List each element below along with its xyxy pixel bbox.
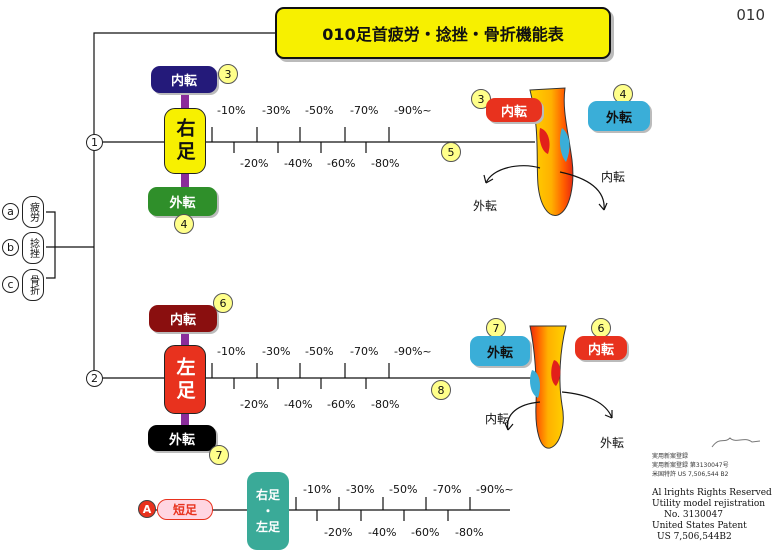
condition-b-marker: b	[2, 239, 19, 256]
both-feet-dot: ・	[261, 504, 274, 518]
condition-fatigue[interactable]: 疲労	[22, 196, 44, 228]
left-scale-tick-50: -50%	[305, 345, 334, 358]
right-foot-label: 右足	[164, 108, 206, 174]
short-scale-tick-20: -20%	[324, 526, 353, 539]
left-diagram-outward-label: 外転	[470, 336, 530, 366]
right-arrow-right-label: 内転	[601, 170, 626, 184]
patent-line-5: US 7,506,544B2	[657, 532, 732, 542]
both-feet-box: 右足 ・ 左足	[247, 472, 289, 550]
left-scale-tick-60: -60%	[327, 398, 356, 411]
short-scale-tick-40: -40%	[368, 526, 397, 539]
right-diagram-outward-label: 外転	[588, 101, 650, 131]
patent-small-2: 実用新案登録 第3130047号	[652, 462, 729, 469]
right-scale-tick-10: -10%	[217, 104, 246, 117]
right-inward-number: 3	[218, 64, 238, 84]
left-diagram-inward-label: 内転	[575, 336, 627, 360]
page-title: 010足首疲労・捻挫・骨折機能表	[275, 7, 611, 59]
condition-fracture[interactable]: 骨折	[22, 269, 44, 301]
left-diagram-inward-number: 6	[591, 318, 611, 338]
left-arrow-right-label: 外転	[600, 436, 625, 450]
left-inward-number: 6	[213, 293, 233, 313]
left-foot-label: 左足	[164, 345, 206, 414]
short-leg-marker: A	[138, 500, 156, 518]
right-diagram-inward-label: 内転	[486, 98, 542, 122]
left-diagram-outward-number: 7	[486, 318, 506, 338]
right-scale-tick-80: -80%	[371, 157, 400, 170]
both-feet-top: 右足	[255, 488, 280, 502]
right-outward-number: 4	[174, 214, 194, 234]
condition-c-marker: c	[2, 276, 19, 293]
right-scale-tick-50: -50%	[305, 104, 334, 117]
short-scale-tick-60: -60%	[411, 526, 440, 539]
short-scale-tick-50: -50%	[389, 483, 418, 496]
left-scale-tick-30: -30%	[262, 345, 291, 358]
patent-line-4: United States Patent	[652, 521, 747, 531]
right-foot-diagram	[483, 87, 608, 216]
left-scale-number: 8	[431, 380, 451, 400]
left-scale-tick-40: -40%	[284, 398, 313, 411]
left-outward-button[interactable]: 外転	[148, 425, 216, 451]
branch-2-marker: 2	[86, 370, 103, 387]
short-scale-tick-80: -80%	[455, 526, 484, 539]
left-inward-button[interactable]: 内転	[149, 305, 217, 332]
patent-line-2: Utility model rejistration	[652, 499, 766, 509]
right-scale-number: 5	[441, 142, 461, 162]
left-foot-diagram	[504, 325, 613, 449]
right-scale-tick-60: -60%	[327, 157, 356, 170]
right-scale-tick-30: -30%	[262, 104, 291, 117]
short-scale-tick-10: -10%	[303, 483, 332, 496]
condition-sprain[interactable]: 捻挫	[22, 232, 44, 264]
left-scale-tick-70: -70%	[350, 345, 379, 358]
short-scale-tick-70: -70%	[433, 483, 462, 496]
left-scale-tick-90: -90%~	[394, 345, 432, 358]
right-scale-tick-20: -20%	[240, 157, 269, 170]
left-scale-tick-10: -10%	[217, 345, 246, 358]
both-feet-bottom: 左足	[255, 520, 280, 534]
branch-1-marker: 1	[86, 134, 103, 151]
patent-small-3: 米国特許 US 7,506,544 B2	[652, 471, 729, 478]
left-arrow-left-label: 内転	[485, 412, 510, 426]
right-scale-tick-90: -90%~	[394, 104, 432, 117]
right-scale-tick-70: -70%	[350, 104, 379, 117]
patent-line-1: Al lrights Rights Reserved	[652, 488, 772, 498]
right-arrow-left-label: 外転	[473, 199, 498, 213]
right-inward-button[interactable]: 内転	[151, 66, 217, 93]
short-scale-tick-30: -30%	[346, 483, 375, 496]
left-outward-number: 7	[209, 445, 229, 465]
patent-small-1: 実用新案登録	[652, 453, 689, 460]
page-number: 010	[736, 6, 765, 24]
short-scale-tick-90: -90%~	[476, 483, 514, 496]
right-outward-button[interactable]: 外転	[148, 187, 217, 216]
patent-line-3: No. 3130047	[664, 510, 723, 520]
right-scale-tick-40: -40%	[284, 157, 313, 170]
left-scale-tick-80: -80%	[371, 398, 400, 411]
left-scale-tick-20: -20%	[240, 398, 269, 411]
short-leg-button[interactable]: 短足	[157, 499, 213, 520]
condition-a-marker: a	[2, 203, 19, 220]
